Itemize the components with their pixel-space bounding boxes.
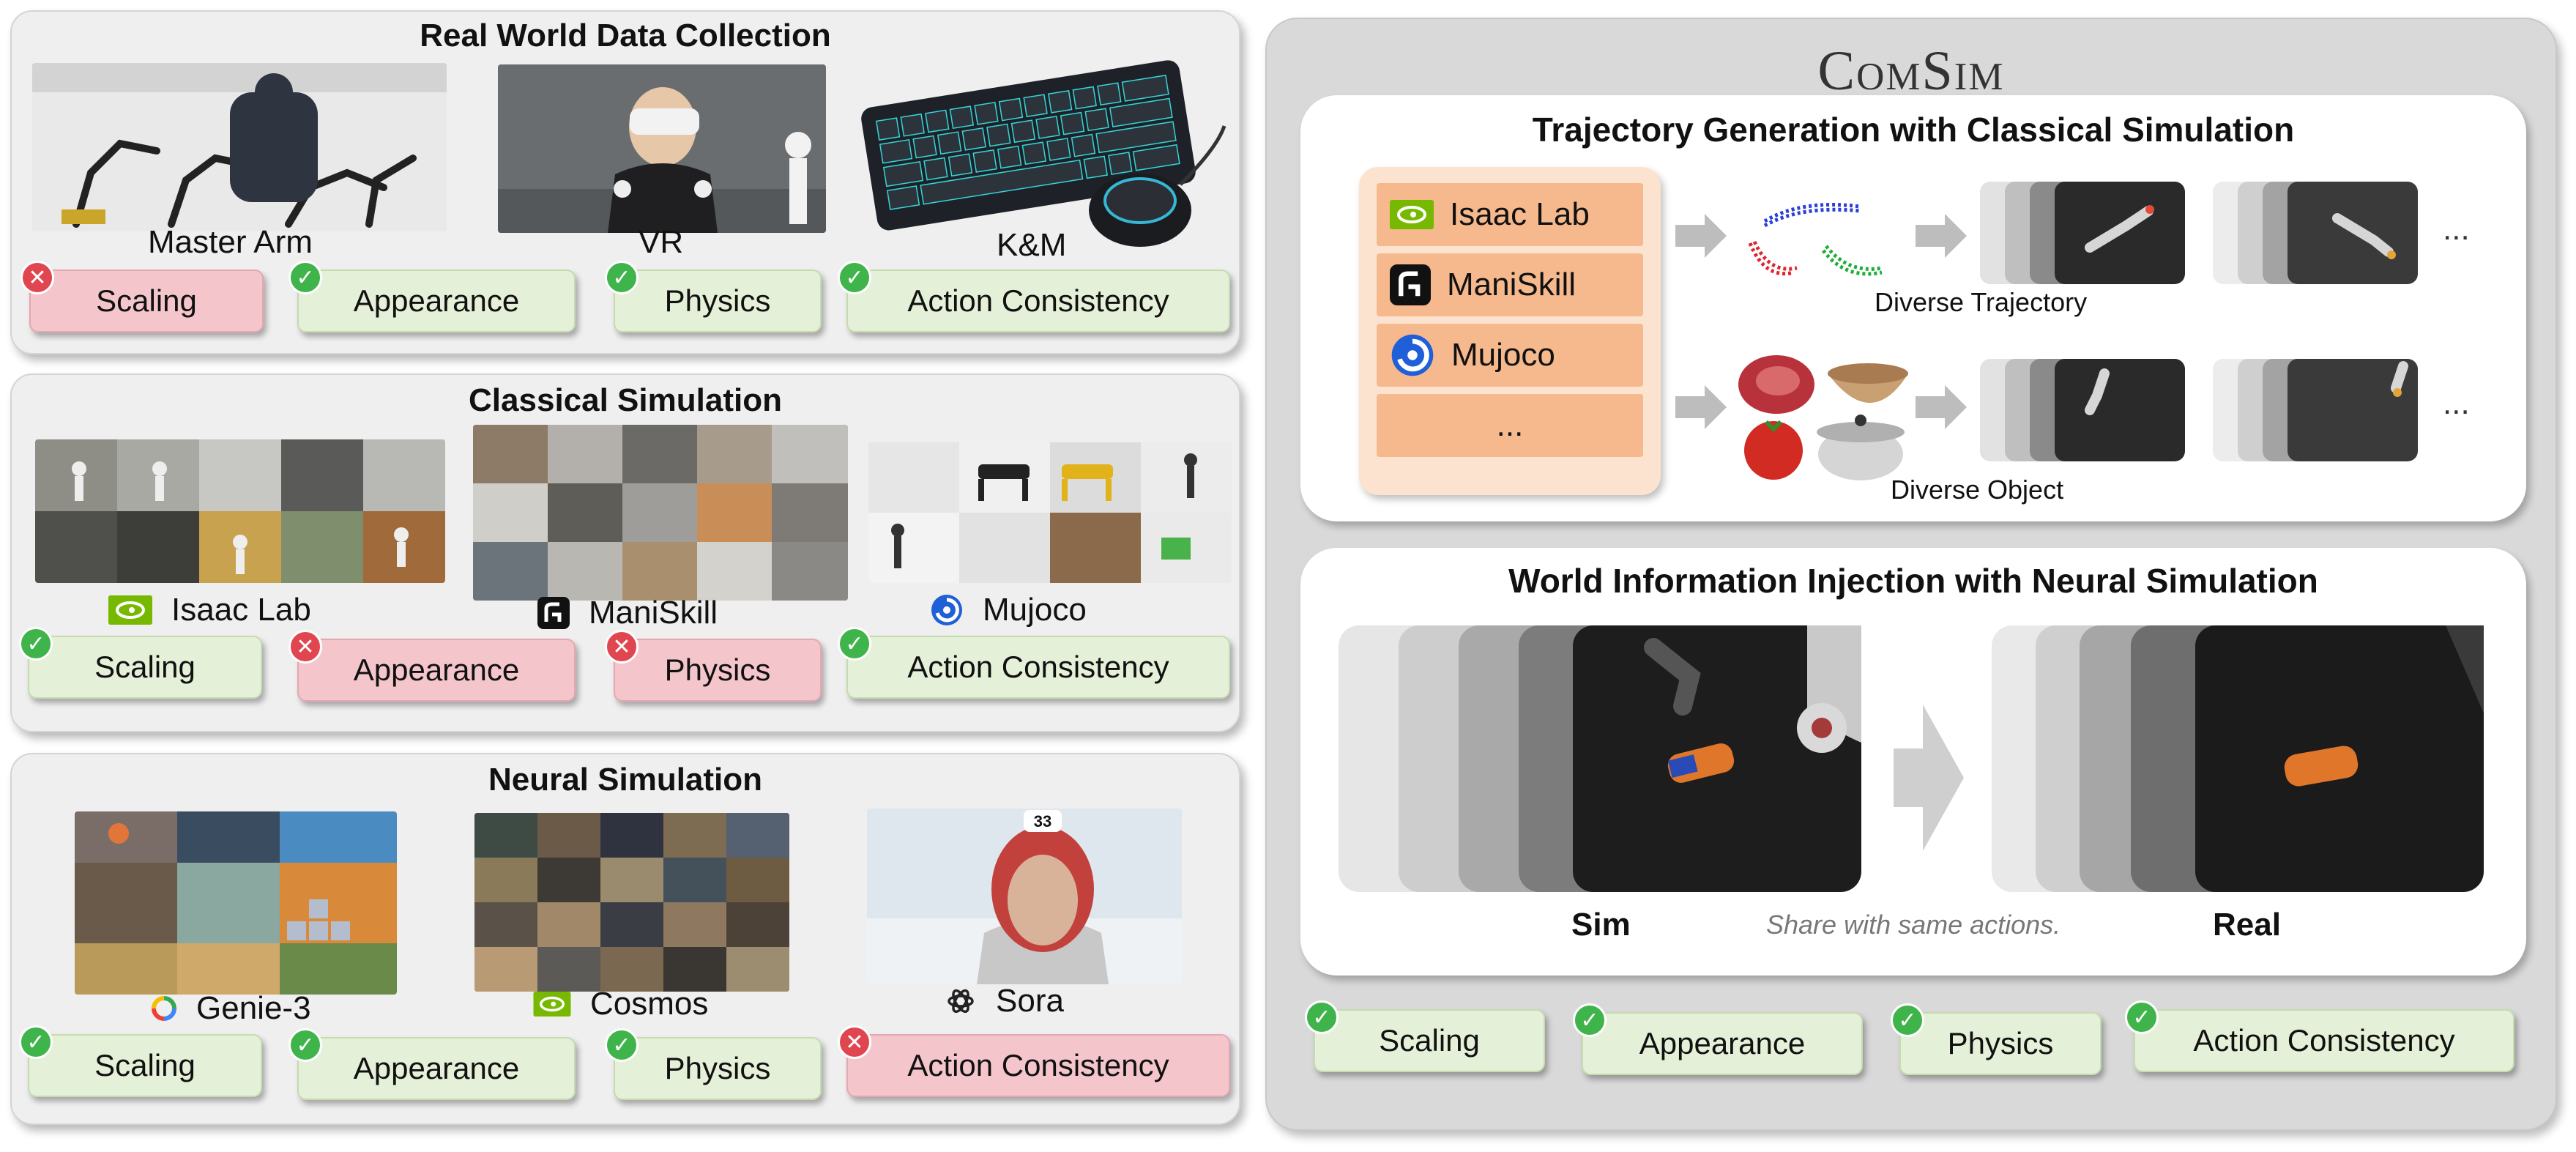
- simulator-isaac-lab: Isaac Lab: [1377, 183, 1643, 246]
- check-icon: ✓: [2125, 1000, 2159, 1034]
- world-injection-title: World Information Injection with Neural …: [1508, 562, 2318, 600]
- nvidia-icon: [533, 992, 571, 1017]
- master-arm-image: [32, 63, 447, 231]
- arrow-right-icon: [1894, 705, 1964, 851]
- classical-sim-title: Classical Simulation: [469, 382, 782, 418]
- trajectory-frame-stack-2: [2213, 182, 2418, 284]
- mujoco-brand: Mujoco: [930, 592, 1087, 628]
- simulator-list: Isaac Lab ManiSkill Mujoco ...: [1359, 167, 1661, 495]
- diverse-trajectory-image: [1735, 192, 1889, 287]
- trajectory-more-ellipsis-2: ...: [2443, 385, 2470, 421]
- trajectory-generation-box: Trajectory Generation with Classical Sim…: [1300, 95, 2526, 521]
- neural-sim-title: Neural Simulation: [488, 762, 763, 798]
- sim-label: Sim: [1571, 907, 1631, 943]
- arrow-right-icon: [1916, 214, 1967, 258]
- real-appearance-chip: ✓ Appearance: [289, 261, 576, 332]
- classical-appearance-chip: ✕ Appearance: [289, 630, 576, 702]
- isaac-lab-brand: Isaac Lab: [108, 592, 311, 628]
- diverse-object-caption: Diverse Object: [1891, 475, 2064, 505]
- master-arm-caption: Master Arm: [148, 224, 313, 260]
- check-icon: ✓: [605, 1028, 639, 1062]
- comsim-appearance-chip: ✓ Appearance: [1573, 1003, 1863, 1075]
- classical-scaling-chip: ✓ Scaling: [19, 627, 262, 699]
- simulator-more: ...: [1377, 394, 1643, 457]
- cross-icon: ✕: [289, 630, 322, 664]
- comsim-action-consistency-chip: ✓ Action Consistency: [2125, 1000, 2514, 1072]
- classical-action-consistency-chip: ✓ Action Consistency: [838, 627, 1230, 699]
- check-icon: ✓: [1891, 1003, 1924, 1037]
- openai-icon: [945, 985, 977, 1017]
- real-world-panel: Real World Data Collection Master Arm: [10, 10, 1240, 354]
- svg-text:33: 33: [1034, 812, 1051, 830]
- sora-brand: Sora: [945, 983, 1064, 1019]
- trajectory-frame-stack-1: [1980, 182, 2185, 284]
- real-physics-chip: ✓ Physics: [605, 261, 822, 332]
- neural-action-consistency-chip: ✕ Action Consistency: [838, 1025, 1230, 1097]
- comsim-physics-chip: ✓ Physics: [1891, 1003, 2102, 1075]
- cross-icon: ✕: [21, 261, 54, 294]
- check-icon: ✓: [289, 261, 322, 294]
- neural-physics-chip: ✓ Physics: [605, 1028, 822, 1100]
- neural-appearance-chip: ✓ Appearance: [289, 1028, 576, 1100]
- cosmos-brand: Cosmos: [533, 986, 708, 1022]
- arrow-right-icon: [1675, 385, 1727, 429]
- trajectory-more-ellipsis-1: ...: [2443, 211, 2470, 247]
- maniskill-brand: ManiSkill: [537, 595, 718, 631]
- maniskill-icon: [1390, 264, 1431, 305]
- real-scaling-chip: ✕ Scaling: [21, 261, 264, 332]
- check-icon: ✓: [19, 1025, 53, 1059]
- vr-caption: VR: [639, 224, 684, 260]
- real-label: Real: [2213, 907, 2281, 943]
- classical-sim-panel: Classical Simulation Isaac Lab: [10, 374, 1240, 732]
- google-icon: [151, 995, 177, 1022]
- neural-scaling-chip: ✓ Scaling: [19, 1025, 262, 1097]
- shared-actions-note: Share with same actions.: [1766, 910, 2061, 940]
- check-icon: ✓: [19, 627, 53, 661]
- keyboard-mouse-image: [851, 38, 1232, 250]
- simulator-maniskill: ManiSkill: [1377, 253, 1643, 316]
- comsim-panel: ComSim Trajectory Generation with Classi…: [1265, 18, 2557, 1131]
- km-caption: K&M: [997, 227, 1067, 263]
- world-injection-box: World Information Injection with Neural …: [1300, 548, 2526, 976]
- check-icon: ✓: [838, 261, 871, 294]
- isaac-lab-collage: [35, 439, 445, 583]
- nvidia-icon: [108, 595, 152, 625]
- check-icon: ✓: [289, 1028, 322, 1062]
- maniskill-icon: [537, 597, 570, 629]
- nvidia-icon: [1390, 200, 1434, 229]
- check-icon: ✓: [1573, 1003, 1607, 1037]
- sora-image: 33: [867, 809, 1182, 984]
- arrow-right-icon: [1916, 385, 1967, 429]
- cross-icon: ✕: [838, 1025, 871, 1059]
- real-frame-stack: [1992, 625, 2484, 892]
- vr-image: [498, 64, 826, 233]
- cross-icon: ✕: [605, 630, 639, 664]
- arrow-right-icon: [1675, 214, 1727, 258]
- maniskill-collage: [473, 425, 848, 601]
- diverse-trajectory-caption: Diverse Trajectory: [1875, 287, 2088, 317]
- check-icon: ✓: [838, 627, 871, 661]
- classical-physics-chip: ✕ Physics: [605, 630, 822, 702]
- real-world-title: Real World Data Collection: [420, 18, 831, 53]
- comsim-title: ComSim: [1817, 40, 2005, 102]
- mujoco-icon: [1390, 332, 1435, 378]
- diverse-object-image: [1732, 344, 1916, 483]
- mujoco-collage: [868, 442, 1232, 583]
- cosmos-collage: [474, 813, 789, 992]
- check-icon: ✓: [605, 261, 639, 294]
- genie-collage: [75, 811, 397, 995]
- object-frame-stack-2: [2213, 359, 2418, 461]
- mujoco-icon: [930, 593, 964, 627]
- simulator-mujoco: Mujoco: [1377, 324, 1643, 387]
- check-icon: ✓: [1305, 1000, 1339, 1034]
- genie-brand: Genie-3: [151, 990, 311, 1027]
- neural-sim-panel: Neural Simulation Genie-3: [10, 753, 1240, 1125]
- object-frame-stack-1: [1980, 359, 2185, 461]
- sim-frame-stack: [1339, 625, 1861, 892]
- comsim-scaling-chip: ✓ Scaling: [1305, 1000, 1545, 1072]
- trajectory-generation-title: Trajectory Generation with Classical Sim…: [1532, 111, 2295, 149]
- real-action-consistency-chip: ✓ Action Consistency: [838, 261, 1230, 332]
